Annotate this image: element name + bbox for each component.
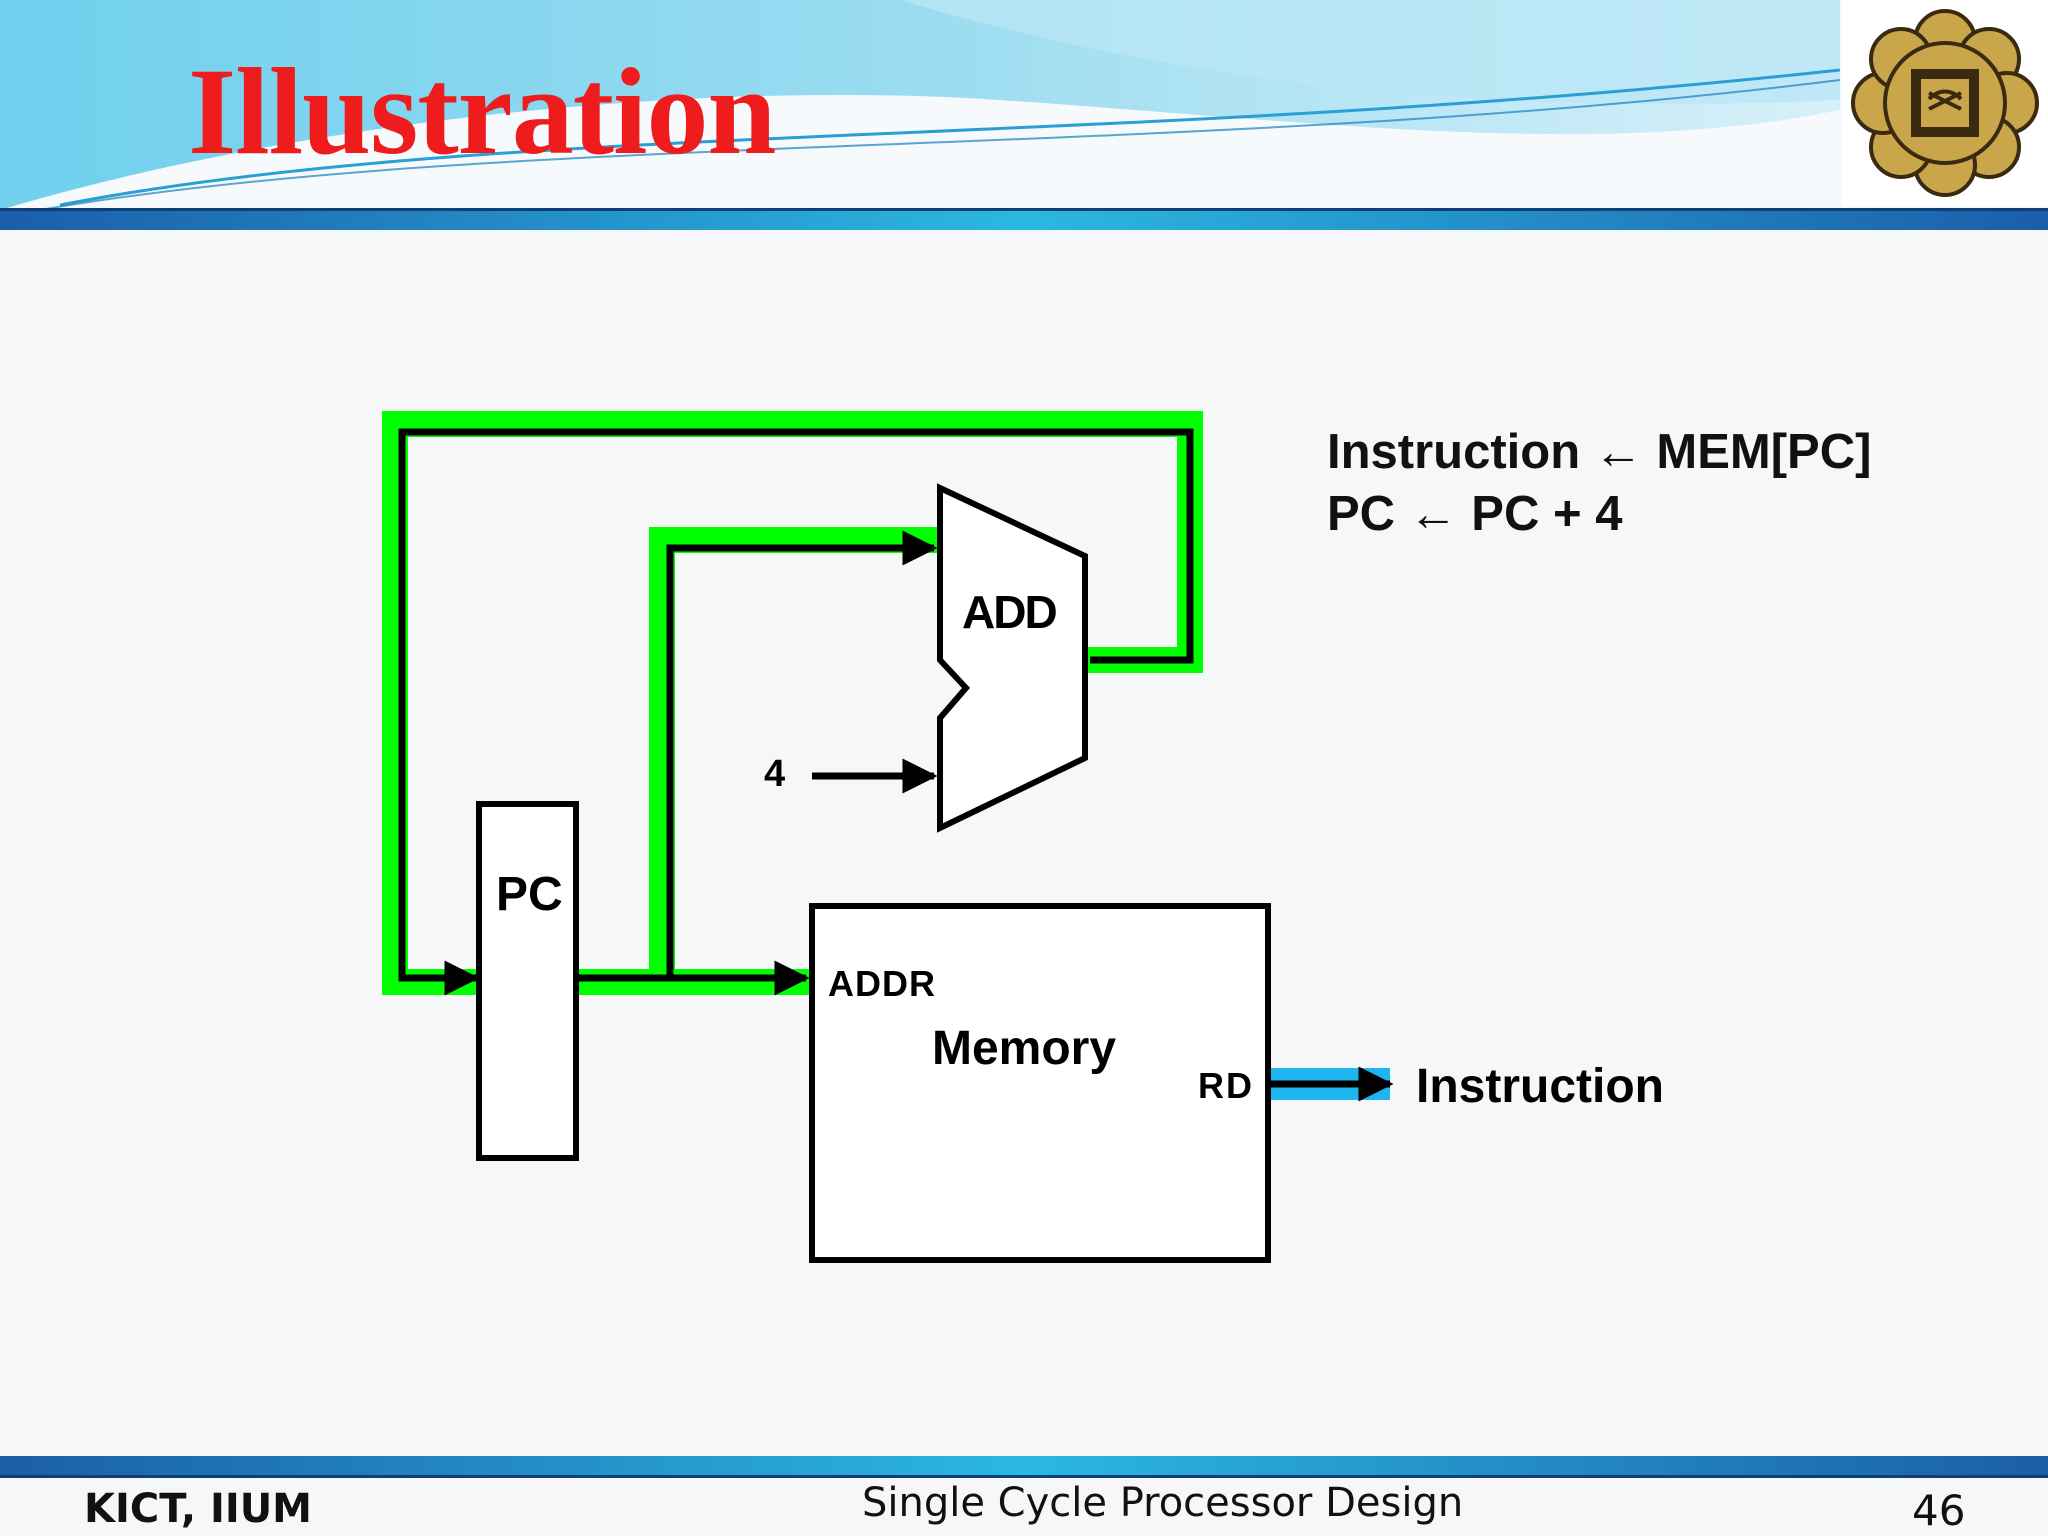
instruction-output-label: Instruction — [1416, 1060, 1664, 1113]
footer-bar — [0, 1456, 2048, 1478]
adder-unit — [937, 483, 1088, 833]
pc-register — [476, 801, 579, 1161]
page-number: 46 — [1912, 1486, 1966, 1535]
rd-port-label: RD — [1198, 1065, 1254, 1106]
memory-label: Memory — [932, 1022, 1116, 1075]
equation-increment: PC ← PC + 4 — [1327, 487, 1623, 541]
wires — [398, 428, 1394, 1102]
equation-fetch: Instruction ← MEM[PC] — [1327, 425, 1872, 479]
add-label: ADD — [962, 586, 1056, 638]
slide-title: Illustration — [188, 43, 776, 180]
footer-organization: KICT, IIUM — [84, 1486, 312, 1532]
addr-port-label: ADDR — [828, 963, 936, 1004]
slide-header — [0, 0, 2048, 230]
instruction-memory — [809, 903, 1271, 1263]
datapath-diagram: PC ADD 4 ADDR Memory RD Instruction — [382, 411, 1664, 1263]
university-emblem-icon — [1842, 0, 2048, 206]
pc-label: PC — [496, 868, 563, 921]
footer-course-title: Single Cycle Processor Design — [862, 1480, 1464, 1526]
constant-four-label: 4 — [764, 753, 785, 795]
